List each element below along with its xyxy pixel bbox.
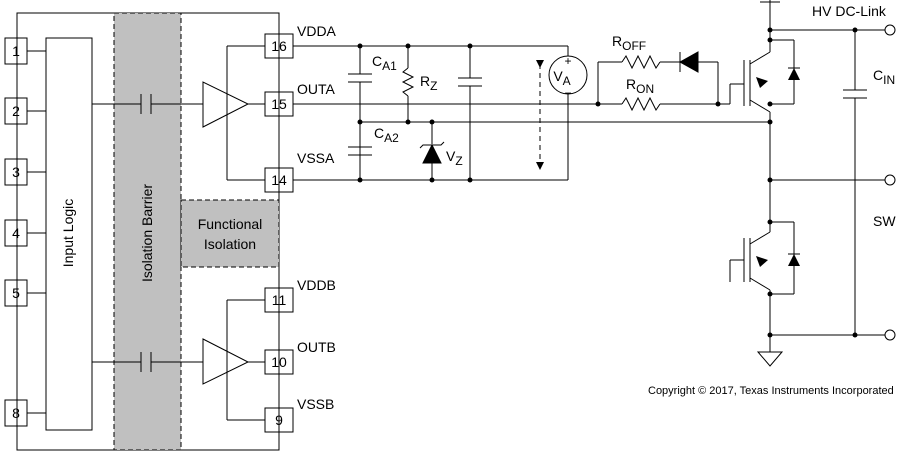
pin-2-label: 2 xyxy=(12,103,20,119)
ground-symbol xyxy=(756,351,784,367)
external-supply-network: CA1 CA2 RZ VZ xyxy=(293,43,770,183)
roff-label: ROFF xyxy=(612,33,646,53)
va-minus: − xyxy=(564,86,571,100)
outb-label: OUTB xyxy=(297,339,336,355)
driver-buffer-b xyxy=(202,338,250,385)
isolation-barrier xyxy=(113,12,182,451)
driver-buffer-a xyxy=(202,81,250,128)
cin-label: CIN xyxy=(873,67,895,87)
gate-resistor-network: ROFF RON xyxy=(293,33,730,112)
lower-freewheel-diode xyxy=(788,254,800,266)
va-label: VA xyxy=(553,68,570,88)
channel-a xyxy=(92,45,265,181)
sw-label: SW xyxy=(873,213,896,229)
pin-11 xyxy=(264,287,294,313)
pin-11-label: 11 xyxy=(272,292,287,308)
input-logic-label: Input Logic xyxy=(60,199,76,268)
pin-8-label: 8 xyxy=(12,405,20,421)
pin-9 xyxy=(264,407,294,433)
pin-15-label: 15 xyxy=(271,96,287,112)
vdda-label: VDDA xyxy=(297,23,337,39)
lower-igbt xyxy=(729,180,800,352)
diode-roff xyxy=(678,51,699,73)
pin-9-label: 9 xyxy=(275,412,283,428)
vssb-label: VSSB xyxy=(297,396,334,412)
pin-3-label: 3 xyxy=(12,164,20,180)
hv-label: HV DC-Link xyxy=(812,3,887,19)
ron-label: RON xyxy=(626,76,654,96)
pin-10 xyxy=(264,349,294,375)
zener-diode-vz xyxy=(422,143,442,164)
hv-dc-link-terminal xyxy=(884,24,896,36)
pin-16-label: 16 xyxy=(271,38,287,54)
sw-node-terminal xyxy=(884,174,896,186)
upper-igbt xyxy=(729,30,800,180)
resistor-roff xyxy=(621,54,661,70)
power-stage: HV DC-Link SW xyxy=(729,0,896,367)
rz-label: RZ xyxy=(420,73,437,93)
outa-label: OUTA xyxy=(297,81,336,97)
pin-5-label: 5 xyxy=(12,285,20,301)
va-plus: + xyxy=(564,54,571,68)
vz-label: VZ xyxy=(446,148,463,168)
pin-1-label: 1 xyxy=(12,43,20,59)
functional-isolation-label-1: Functional xyxy=(198,216,263,232)
pin-14-label: 14 xyxy=(271,172,287,188)
resistor-ron xyxy=(621,96,661,112)
pin-10-label: 10 xyxy=(271,354,287,370)
ca1-label: CA1 xyxy=(372,53,397,73)
isolation-barrier-label: Isolation Barrier xyxy=(139,184,155,282)
upper-freewheel-diode xyxy=(788,68,800,80)
functional-isolation-label-2: Isolation xyxy=(204,236,256,252)
channel-b xyxy=(92,299,265,421)
vddb-label: VDDB xyxy=(297,277,336,293)
left-pins: 1 2 3 4 5 8 xyxy=(4,37,46,427)
negative-dc-terminal xyxy=(884,329,896,341)
resistor-rz xyxy=(401,67,415,97)
input-logic-block xyxy=(45,37,93,431)
pin-4-label: 4 xyxy=(12,225,20,241)
ca2-label: CA2 xyxy=(374,125,399,145)
vssa-label: VSSA xyxy=(297,150,335,166)
functional-isolation xyxy=(180,199,280,268)
copyright-notice: Copyright © 2017, Texas Instruments Inco… xyxy=(648,385,894,397)
